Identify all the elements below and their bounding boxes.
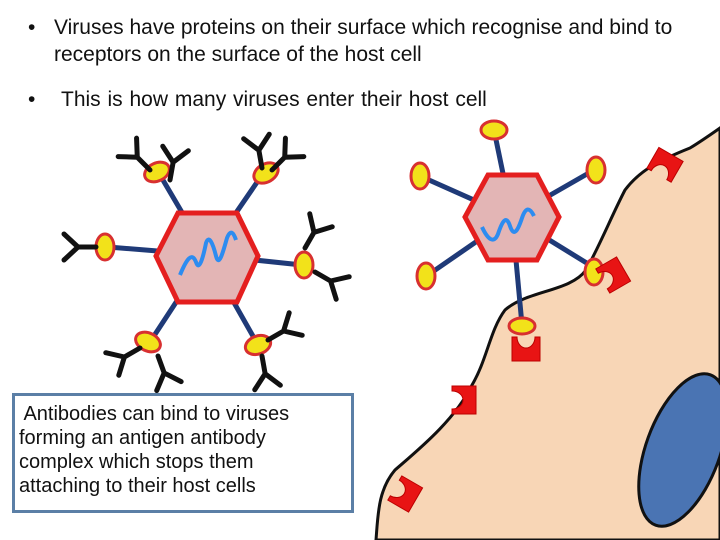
caption-line: forming an antigen antibody bbox=[19, 427, 266, 449]
bullet-text: Viruses have proteins on their surface w… bbox=[54, 16, 673, 66]
right-virus-rna bbox=[480, 207, 536, 242]
nucleus bbox=[637, 372, 720, 528]
bullet-marker: • bbox=[28, 16, 36, 39]
caption-line: Antibodies can bind to viruses bbox=[19, 403, 290, 425]
caption-box: Antibodies can bind to viruses forming a… bbox=[12, 393, 354, 513]
caption-line: complex which stops them bbox=[19, 451, 254, 473]
bullet-marker: • bbox=[28, 88, 36, 111]
left-virus-capsid bbox=[153, 210, 261, 305]
caption-line: attaching to their host cells bbox=[19, 475, 256, 497]
left-virus-rna bbox=[178, 230, 238, 276]
right-virus-proteins bbox=[409, 119, 607, 336]
right-virus-capsid bbox=[462, 172, 562, 263]
bullet-text: This is how many viruses enter their hos… bbox=[61, 88, 487, 111]
